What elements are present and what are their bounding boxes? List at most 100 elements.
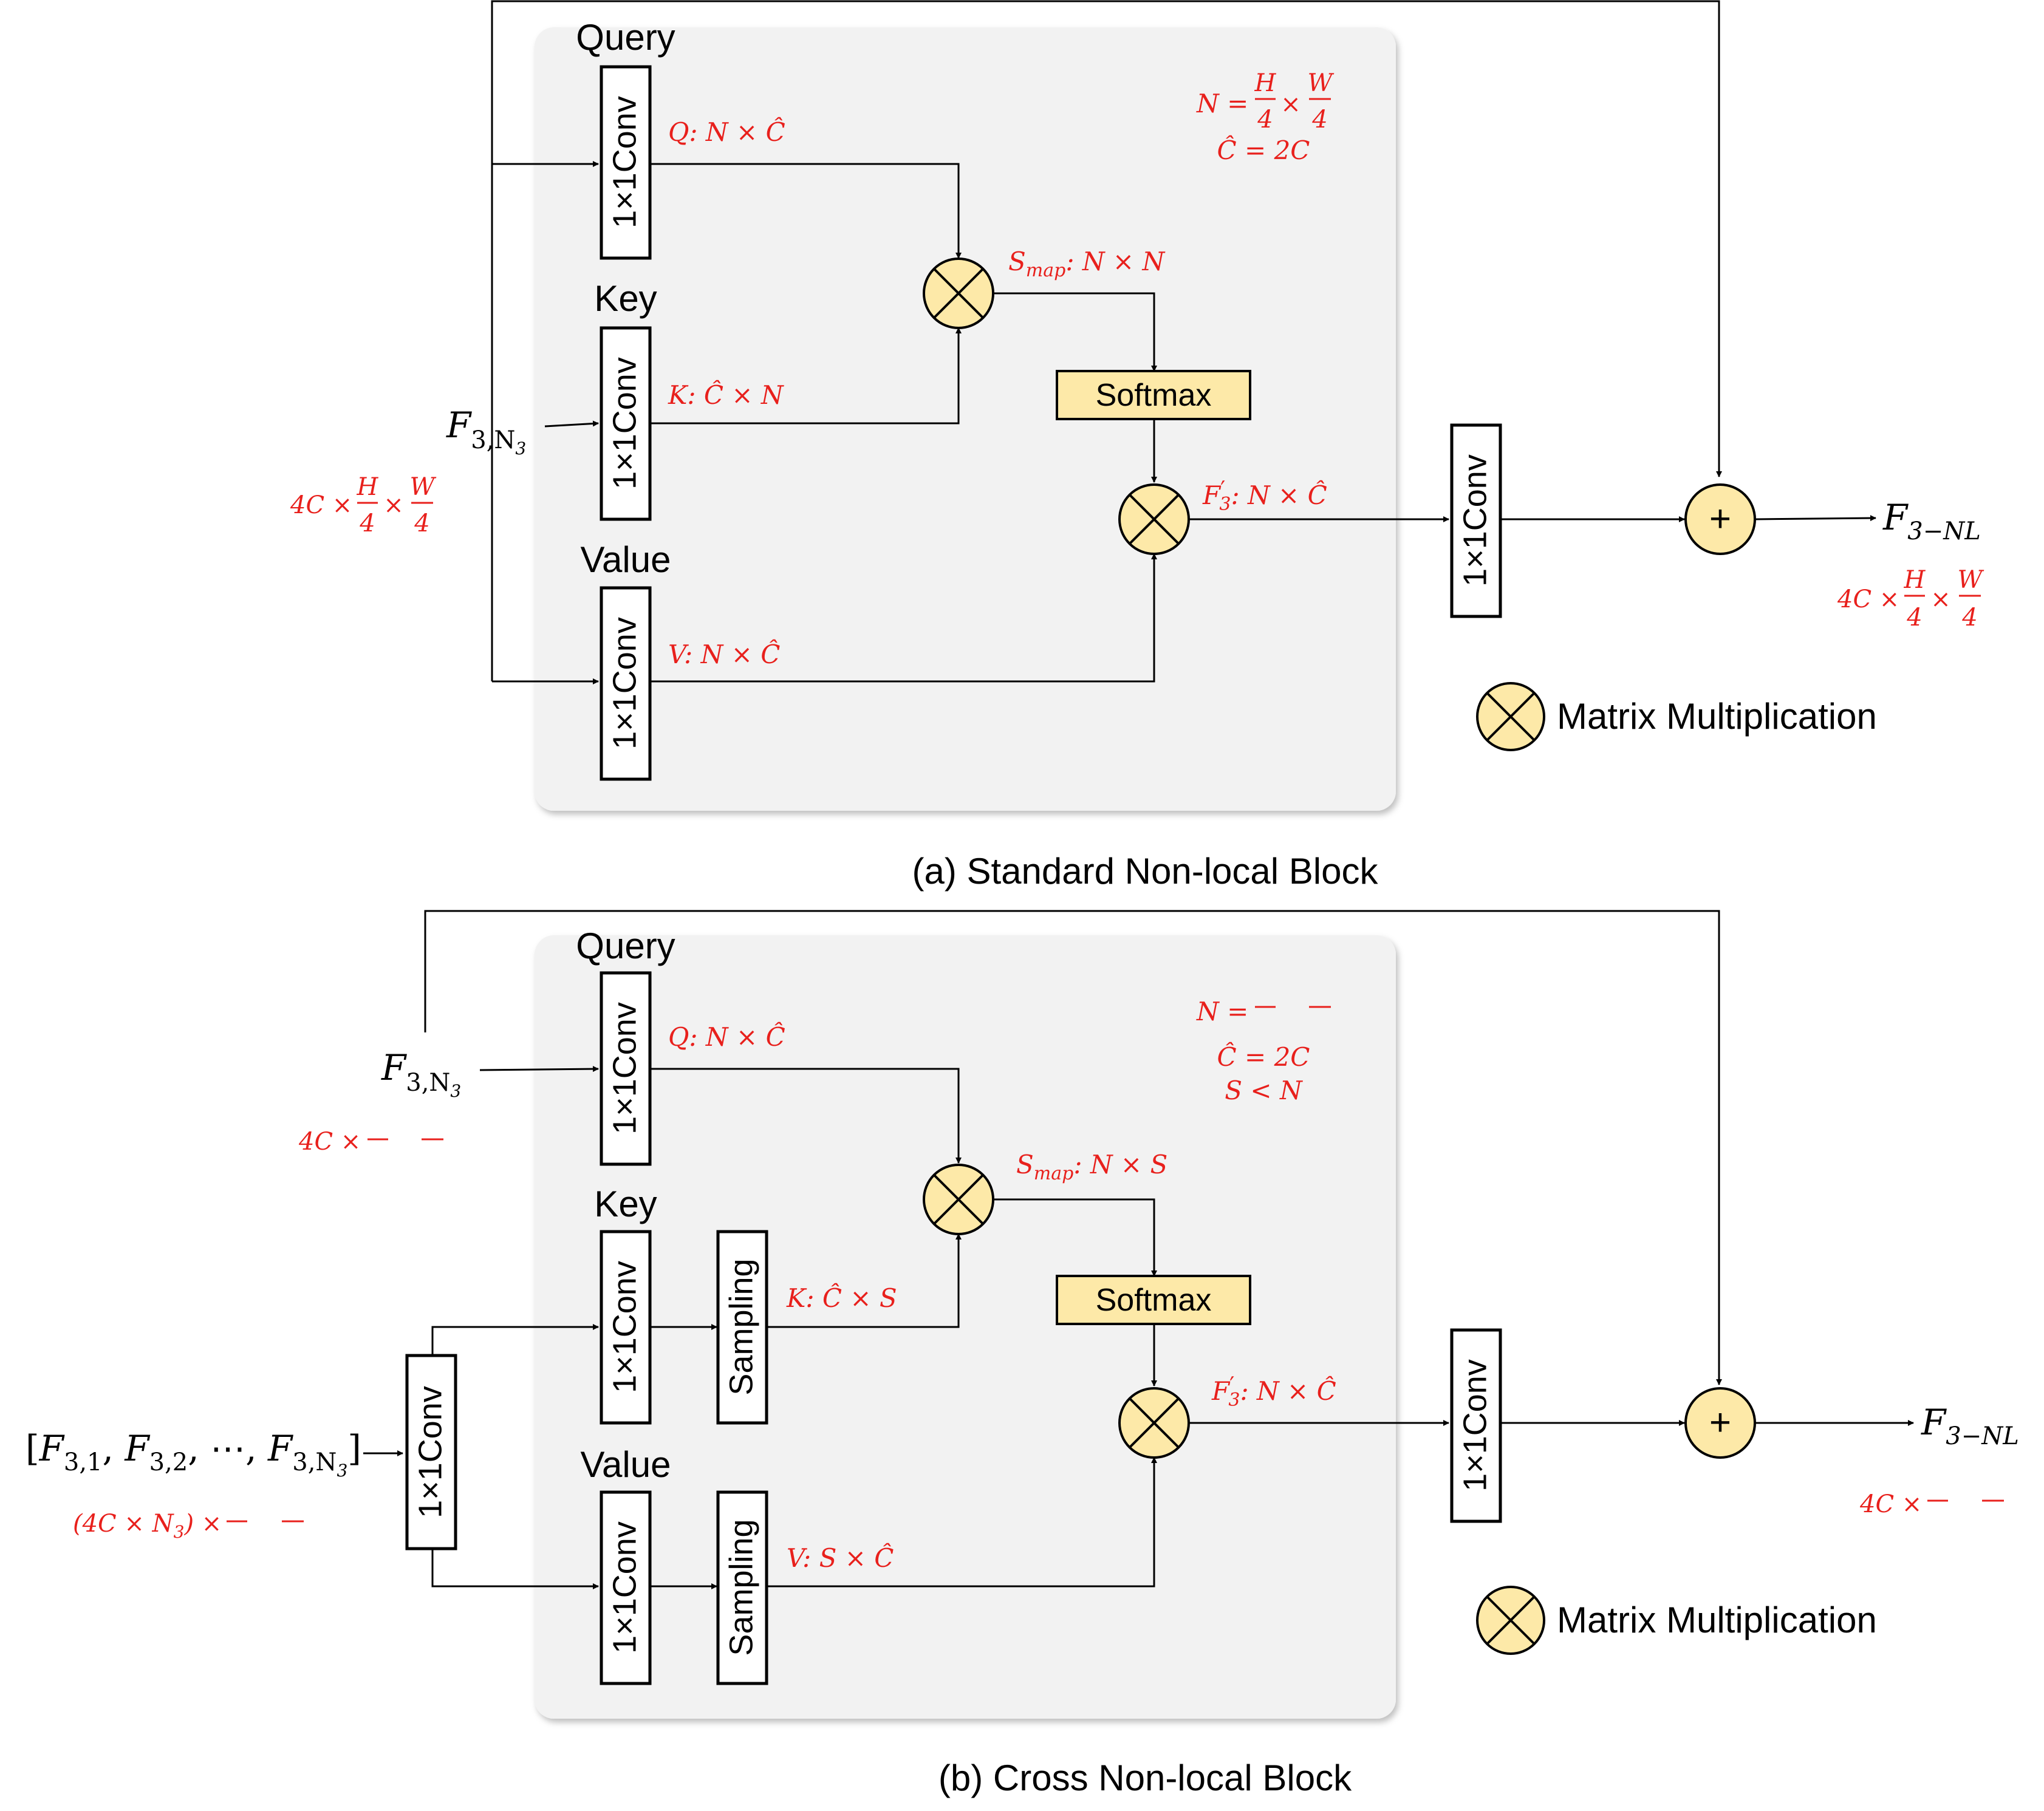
plus-symbol: + xyxy=(1709,498,1731,540)
panel-b-softmax-box: Softmax xyxy=(1056,1275,1251,1325)
svg-text:H: H xyxy=(1904,566,1926,594)
conv-label: 1×1Conv xyxy=(1457,454,1493,587)
q-equation: Q: N × Ĉ xyxy=(668,1021,785,1052)
svg-text:×: × xyxy=(383,491,404,519)
input-dimensions: 4C × xyxy=(298,1128,443,1156)
legend-label: Matrix Multiplication xyxy=(1557,696,1877,737)
panel-a-connections xyxy=(491,0,1876,684)
matrix-multiply-icon xyxy=(923,1164,994,1235)
panel-b-key-sampling: Sampling xyxy=(716,1230,768,1425)
panel-a-query-conv: 1×1Conv xyxy=(600,65,652,260)
svg-text:H: H xyxy=(357,473,379,501)
panel-b-query-conv: 1×1Conv xyxy=(600,971,652,1166)
panel-b: 1×1Conv 1×1Conv 1×1Conv 1×1Conv Sampling… xyxy=(26,910,2019,1798)
panel-a-value-conv: 1×1Conv xyxy=(600,586,652,781)
panel-a-key-conv: 1×1Conv xyxy=(600,326,652,521)
matrix-multiply-icon xyxy=(1476,1586,1545,1655)
smap-equation: Smap: N × N xyxy=(1008,247,1165,281)
matrix-multiply-icon xyxy=(1118,1387,1190,1459)
output-feature-label: F3−NL xyxy=(1882,497,1981,545)
svg-text:4: 4 xyxy=(1257,106,1273,134)
svg-text:N =: N = xyxy=(1196,997,1248,1026)
panel-b-input-conv: 1×1Conv xyxy=(405,1354,457,1550)
svg-text:4: 4 xyxy=(1961,604,1977,632)
panel-b-connections xyxy=(363,910,1914,1589)
value-label: Value xyxy=(580,539,671,580)
caption-b: (b) Cross Non-local Block xyxy=(938,1758,1352,1798)
svg-text:H: H xyxy=(1254,69,1277,97)
key-label: Key xyxy=(594,278,657,319)
panel-b-value-sampling: Sampling xyxy=(716,1490,768,1685)
svg-text:(4C × N3) ×: (4C × N3) × xyxy=(73,1510,222,1542)
svg-text:×: × xyxy=(1930,585,1951,613)
k-equation: K: Ĉ × N xyxy=(668,380,784,410)
panel-a-output-conv: 1×1Conv xyxy=(1450,423,1502,618)
softmax-label: Softmax xyxy=(1096,1283,1212,1318)
caption-a: (a) Standard Non-local Block xyxy=(912,851,1378,892)
input-dimensions: 4C × H 4 × W 4 xyxy=(290,473,436,537)
legend: Matrix Multiplication xyxy=(1476,1586,1877,1655)
value-label: Value xyxy=(580,1444,671,1485)
svg-text:Ĉ = 2C: Ĉ = 2C xyxy=(1217,1042,1310,1072)
svg-text:4: 4 xyxy=(414,510,429,537)
smap-equation: Smap: N × S xyxy=(1016,1150,1167,1184)
svg-text:4C ×: 4C × xyxy=(298,1128,361,1156)
f-prime-equation: F′3: N × Ĉ xyxy=(1211,1373,1336,1411)
panel-b-value-conv: 1×1Conv xyxy=(600,1490,652,1685)
matrix-multiply-icon xyxy=(923,257,994,329)
panel-a-background xyxy=(535,27,1396,811)
panel-a: 1×1Conv 1×1Conv 1×1Conv 1×1Conv Query Ke… xyxy=(290,0,1984,892)
svg-text:N =: N = xyxy=(1196,89,1248,118)
sampling-label: Sampling xyxy=(723,1258,759,1395)
element-wise-sum-icon: + xyxy=(1684,1387,1756,1459)
svg-text:×: × xyxy=(1280,90,1301,118)
svg-text:4C ×: 4C × xyxy=(1859,1490,1922,1518)
softmax-label: Softmax xyxy=(1096,378,1212,413)
svg-text:W: W xyxy=(1957,566,1984,594)
svg-text:Ĉ = 2C: Ĉ = 2C xyxy=(1217,135,1310,165)
svg-text:S < N: S < N xyxy=(1225,1076,1303,1105)
list-dimensions: (4C × N3) × xyxy=(73,1510,304,1542)
conv-label: 1×1Conv xyxy=(606,617,643,749)
panel-a-softmax-box: Softmax xyxy=(1056,370,1251,420)
conv-label: 1×1Conv xyxy=(606,1521,643,1654)
element-wise-sum-icon: + xyxy=(1684,483,1756,555)
svg-text:W: W xyxy=(1307,69,1334,97)
svg-text:4: 4 xyxy=(1906,604,1922,632)
v-equation: V: N × Ĉ xyxy=(668,639,780,669)
svg-text:4: 4 xyxy=(1311,106,1327,134)
v-equation: V: S × Ĉ xyxy=(787,1543,894,1573)
input-feature-label: F3,N3 xyxy=(446,404,526,459)
conv-label: 1×1Conv xyxy=(606,96,643,228)
svg-text:W: W xyxy=(409,473,436,501)
svg-text:4C ×: 4C × xyxy=(290,491,352,519)
svg-text:4: 4 xyxy=(359,510,375,537)
output-dimensions: 4C × H 4 × W 4 xyxy=(1837,566,1984,632)
feature-list-label: [F3,1, F3,2, ⋯, F3,N3] xyxy=(26,1428,361,1481)
conv-label: 1×1Conv xyxy=(412,1386,448,1518)
dimension-notes: N = Ĉ = 2C S < N xyxy=(1196,997,1331,1105)
query-label: Query xyxy=(576,926,675,966)
matrix-multiply-icon xyxy=(1118,483,1190,555)
sampling-label: Sampling xyxy=(723,1519,759,1656)
panel-b-key-conv: 1×1Conv xyxy=(600,1230,652,1425)
query-label: Query xyxy=(576,17,675,58)
key-label: Key xyxy=(594,1184,657,1224)
svg-text:4C ×: 4C × xyxy=(1837,585,1899,613)
conv-label: 1×1Conv xyxy=(606,357,643,489)
conv-label: 1×1Conv xyxy=(606,1261,643,1393)
output-dimensions: 4C × xyxy=(1859,1490,2004,1518)
matrix-multiply-icon xyxy=(1476,682,1545,751)
f-prime-equation: F′3: N × Ĉ xyxy=(1202,477,1327,515)
legend-label: Matrix Multiplication xyxy=(1557,1600,1877,1640)
input-feature-label: F3,N3 xyxy=(381,1047,461,1101)
conv-label: 1×1Conv xyxy=(606,1002,643,1134)
conv-label: 1×1Conv xyxy=(1457,1359,1493,1492)
plus-symbol: + xyxy=(1709,1402,1731,1444)
dimension-notes: N = H 4 × W 4 Ĉ = 2C xyxy=(1196,69,1334,165)
k-equation: K: Ĉ × S xyxy=(786,1283,897,1313)
panel-b-output-conv: 1×1Conv xyxy=(1450,1328,1502,1523)
q-equation: Q: N × Ĉ xyxy=(668,117,785,147)
output-feature-label: F3−NL xyxy=(1921,1402,2019,1450)
